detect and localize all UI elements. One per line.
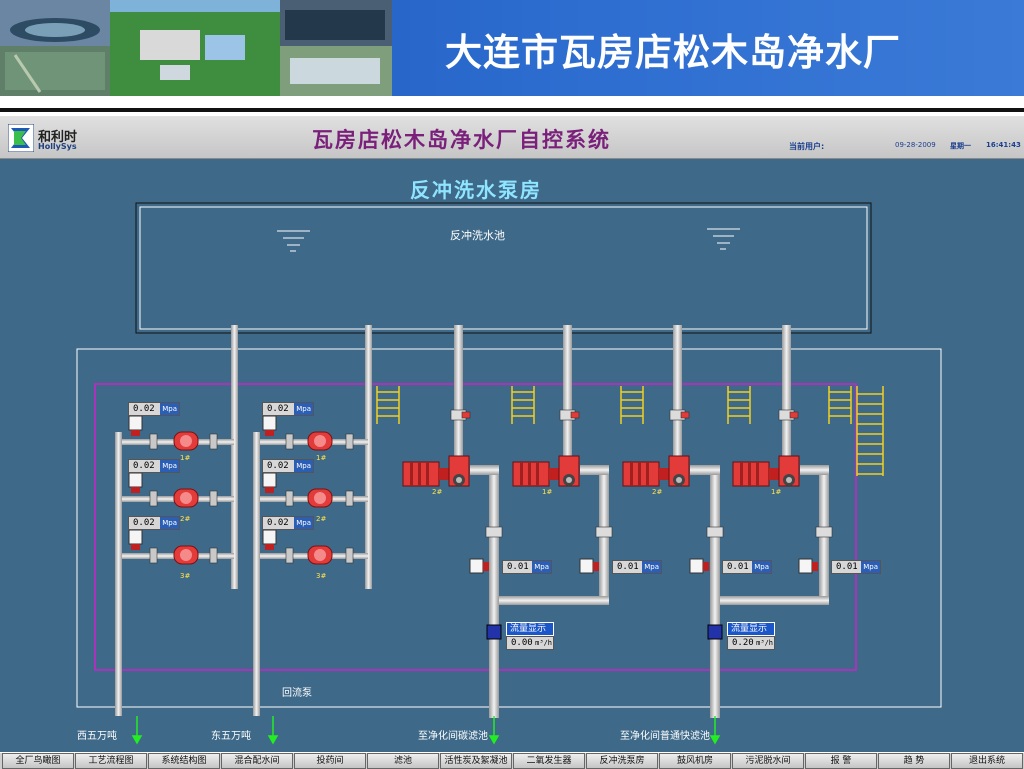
backwash-pool [135, 202, 872, 334]
banner-title: 大连市瓦房店松木岛净水厂 [445, 31, 901, 74]
nav-alarm-button[interactable]: 报 警 [805, 753, 877, 769]
destination-label: 至净化间碳滤池 [418, 731, 488, 742]
logo-subtext: HollySys [38, 142, 77, 151]
nav-sludge-button[interactable]: 污泥脱水间 [732, 753, 804, 769]
destination-label: 至净化间普通快滤池 [620, 731, 710, 742]
nav-trend-button[interactable]: 趋 势 [878, 753, 950, 769]
pump-number: 2# [316, 515, 327, 523]
ladder-icon [376, 386, 884, 476]
pressure-sensor-icon [128, 415, 277, 550]
nav-process-button[interactable]: 工艺流程图 [75, 753, 147, 769]
divider [0, 108, 1024, 112]
pump-number: 2# [180, 515, 191, 523]
pump-icon [173, 488, 199, 508]
current-user-label: 当前用户: [789, 142, 825, 151]
pump-number: 1# [771, 488, 782, 496]
flow-display-title: 流量显示 [506, 622, 554, 636]
pump-icon [307, 488, 333, 508]
pump-number: 1# [180, 454, 191, 462]
nav-mixing-button[interactable]: 混合配水间 [221, 753, 293, 769]
hollysys-logo-icon [8, 124, 34, 152]
date-display: 09-28-2009 [895, 141, 936, 149]
nav-filter-button[interactable]: 滤池 [367, 753, 439, 769]
pump-icon [307, 545, 333, 565]
pump-icon [173, 545, 199, 565]
destination-label: 东五万吨 [211, 731, 251, 742]
water-level-icon [707, 228, 740, 250]
scada-header [0, 116, 1024, 159]
page-title: 反冲洗水泵房 [410, 178, 542, 202]
backwash-pump-icon [512, 455, 580, 487]
pump-number: 3# [180, 572, 191, 580]
plant-photo-collage [0, 0, 392, 96]
valve-icon [450, 409, 799, 421]
flowmeter-icon [486, 624, 723, 640]
logo-text: 和利时 [38, 130, 78, 145]
water-level-icon [277, 230, 310, 252]
nav-chlorine-dioxide-button[interactable]: 二氧发生器 [513, 753, 585, 769]
nav-blower-button[interactable]: 鼓风机房 [659, 753, 731, 769]
weekday-display: 星期一 [950, 142, 971, 150]
pump-number: 2# [432, 488, 443, 496]
nav-dosing-button[interactable]: 投药间 [294, 753, 366, 769]
backwash-pump-icon [402, 455, 470, 487]
pump-icon [307, 431, 333, 451]
backwash-pump-icon [732, 455, 800, 487]
backwash-pump-icon [622, 455, 690, 487]
pump-number: 1# [542, 488, 553, 496]
pump-room-boundary [94, 383, 857, 671]
divider [0, 96, 1024, 105]
valve-icon [149, 433, 354, 564]
flow-direction-arrow-icon [131, 716, 721, 745]
nav-backwash-button[interactable]: 反冲洗泵房 [586, 753, 658, 769]
valve-icon [485, 526, 833, 538]
nav-carbon-button[interactable]: 活性炭及絮凝池 [440, 753, 512, 769]
nav-exit-button[interactable]: 退出系统 [951, 753, 1023, 769]
destination-label: 西五万吨 [77, 731, 117, 742]
time-display: 16:41:43 [986, 141, 1021, 149]
pump-number: 1# [316, 454, 327, 462]
reflux-pump-label: 回流泵 [282, 688, 312, 699]
nav-overview-button[interactable]: 全厂鸟瞰图 [2, 753, 74, 769]
pressure-sensor-icon [469, 558, 818, 574]
divider [0, 113, 1024, 116]
pool-label: 反冲洗水池 [450, 229, 505, 242]
nav-system-structure-button[interactable]: 系统结构图 [148, 753, 220, 769]
pump-number: 2# [652, 488, 663, 496]
pump-number: 3# [316, 572, 327, 580]
flow-display-title: 流量显示 [727, 622, 775, 636]
system-title: 瓦房店松木岛净水厂自控系统 [312, 127, 611, 152]
pump-icon [173, 431, 199, 451]
